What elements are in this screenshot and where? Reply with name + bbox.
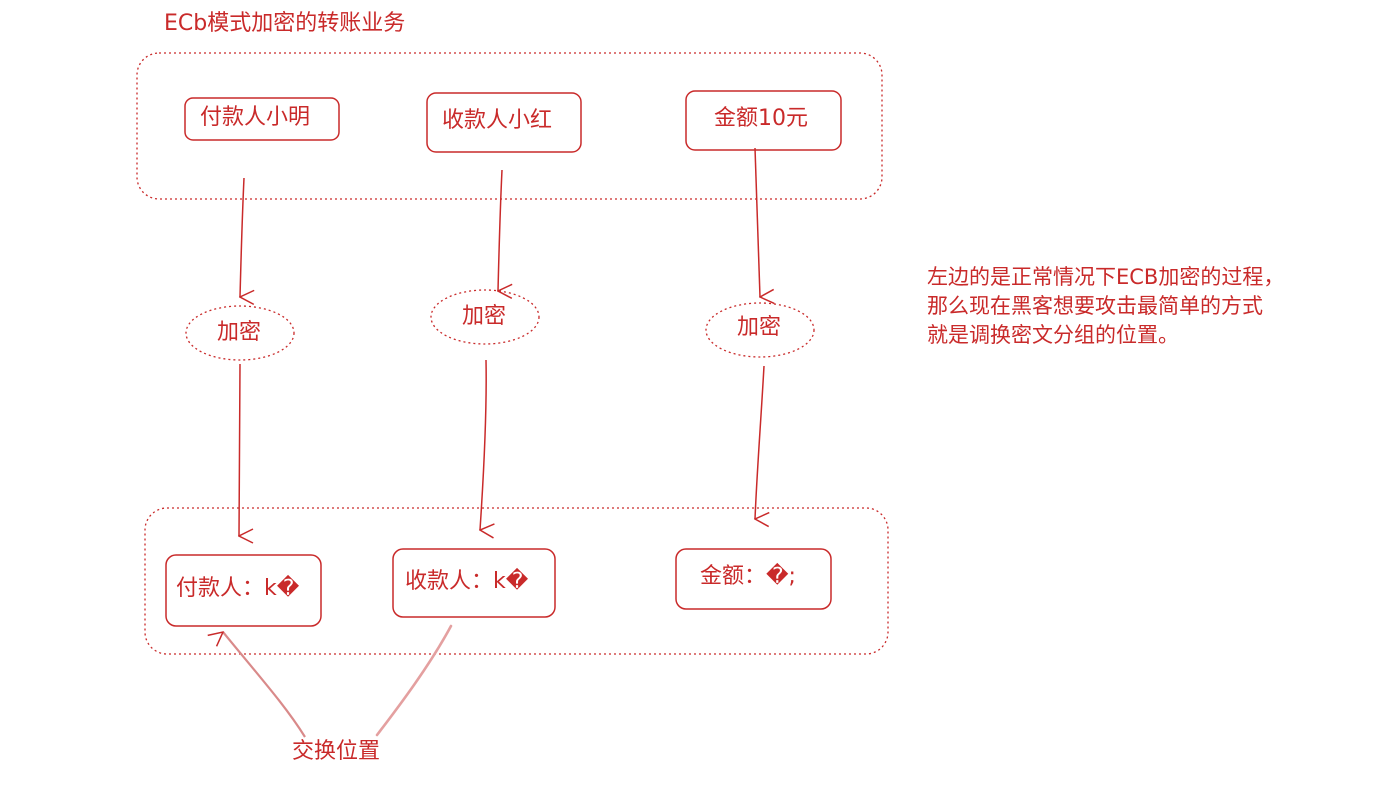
cipher-block-payee-box bbox=[392, 548, 556, 618]
plain-block-payee-label: 收款人小红 bbox=[442, 108, 553, 133]
plain-block-payee-box bbox=[426, 92, 582, 153]
plain-block-payer-label: 付款人小明 bbox=[200, 105, 311, 130]
swap-label: 交换位置 bbox=[292, 739, 381, 764]
cipher-block-payer-box bbox=[165, 554, 322, 627]
encrypt-node-1 bbox=[185, 305, 295, 361]
explanation-note: 左边的是正常情况下ECB加密的过程， 那么现在黑客想要攻击最简单的方式 就是调换… bbox=[927, 263, 1284, 350]
encrypt-label-1: 加密 bbox=[217, 320, 262, 345]
encrypt-label-3: 加密 bbox=[737, 315, 782, 340]
cipher-block-amount-label: 金额：�; bbox=[700, 564, 796, 589]
note-line: 那么现在黑客想要攻击最简单的方式 bbox=[927, 294, 1263, 318]
note-line: 左边的是正常情况下ECB加密的过程， bbox=[927, 265, 1285, 289]
cipher-block-payee-label: 收款人：k� bbox=[405, 569, 529, 594]
encrypt-node-3 bbox=[705, 302, 815, 358]
arrow-cipher-3 bbox=[755, 365, 764, 519]
arrow-encrypt-1 bbox=[240, 177, 244, 297]
plain-block-payer-box bbox=[184, 97, 340, 141]
cipher-block-payer-label: 付款人：k� bbox=[176, 576, 300, 601]
arrow-encrypt-2 bbox=[498, 169, 502, 291]
plain-block-amount-label: 金额10元 bbox=[714, 106, 808, 131]
cipher-block-amount-box bbox=[675, 548, 832, 610]
diagram-title: ECb模式加密的转账业务 bbox=[164, 11, 406, 36]
plain-block-amount-box bbox=[685, 90, 842, 151]
plaintext-group bbox=[136, 52, 883, 200]
swap-arrow bbox=[223, 632, 306, 738]
note-line: 就是调换密文分组的位置。 bbox=[927, 323, 1179, 347]
arrow-cipher-2 bbox=[480, 359, 486, 530]
encrypt-label-2: 加密 bbox=[462, 304, 507, 329]
encrypt-node-2 bbox=[430, 289, 540, 345]
arrow-cipher-1 bbox=[239, 363, 240, 536]
swap-stroke bbox=[375, 624, 453, 737]
arrow-encrypt-3 bbox=[754, 147, 760, 297]
